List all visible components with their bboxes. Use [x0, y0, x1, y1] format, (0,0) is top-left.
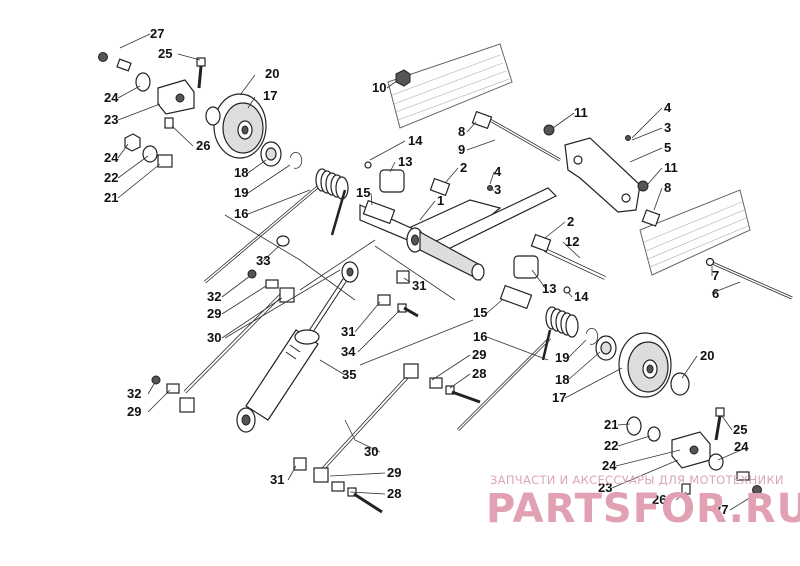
- callout-28: 28: [472, 366, 486, 381]
- callout-29: 29: [472, 347, 486, 362]
- spring-left: [315, 168, 349, 236]
- callout-13: 13: [542, 281, 556, 296]
- callout-31: 31: [341, 324, 355, 339]
- callout-20: 20: [700, 348, 714, 363]
- callout-19: 19: [234, 185, 248, 200]
- callout-4: 4: [494, 164, 502, 179]
- callout-34: 34: [341, 344, 356, 359]
- callout-26: 26: [196, 138, 210, 153]
- callout-29: 29: [207, 306, 221, 321]
- callout-30: 30: [364, 444, 378, 459]
- callout-17: 17: [552, 390, 566, 405]
- callout-1: 1: [437, 193, 444, 208]
- callout-3: 3: [664, 120, 671, 135]
- callout-19: 19: [555, 350, 569, 365]
- callout-8: 8: [458, 124, 465, 139]
- callout-22: 22: [604, 438, 618, 453]
- callout-16: 16: [473, 329, 487, 344]
- hardware: [98, 52, 762, 514]
- callout-14: 14: [408, 133, 423, 148]
- callout-24: 24: [734, 439, 749, 454]
- callout-13: 13: [398, 154, 412, 169]
- callout-7: 7: [712, 268, 719, 283]
- callout-24: 24: [104, 90, 119, 105]
- callout-27: 27: [150, 26, 164, 41]
- callout-29: 29: [127, 404, 141, 419]
- callout-33: 33: [256, 253, 270, 268]
- shock-absorber: [236, 261, 359, 433]
- callout-32: 32: [127, 386, 141, 401]
- callout-24: 24: [104, 150, 119, 165]
- wheel-lower: [618, 332, 672, 398]
- callout-25: 25: [158, 46, 172, 61]
- callout-20: 20: [265, 66, 279, 81]
- callout-12: 12: [565, 234, 579, 249]
- callout-24: 24: [602, 458, 617, 473]
- shafts: [183, 118, 793, 472]
- callout-23: 23: [104, 112, 118, 127]
- callout-5: 5: [664, 140, 671, 155]
- callout-4: 4: [664, 100, 672, 115]
- callout-11: 11: [664, 160, 678, 175]
- wheel-upper: [213, 93, 267, 159]
- callout-32: 32: [207, 289, 221, 304]
- callout-18: 18: [555, 372, 569, 387]
- callout-28: 28: [387, 486, 401, 501]
- spring-right: [541, 306, 579, 361]
- callout-25: 25: [733, 422, 747, 437]
- callout-15: 15: [473, 305, 487, 320]
- callout-16: 16: [234, 206, 248, 221]
- callout-18: 18: [234, 165, 248, 180]
- callout-21: 21: [104, 190, 118, 205]
- bracket: [564, 137, 641, 213]
- callout-31: 31: [270, 472, 284, 487]
- callout-26: 26: [652, 492, 666, 507]
- callout-29: 29: [387, 465, 401, 480]
- callout-2: 2: [460, 160, 467, 175]
- callout-31: 31: [412, 278, 426, 293]
- watermark-logo: PARTSFOR.RU: [486, 486, 800, 532]
- leader-lines: [117, 33, 757, 511]
- callout-27: 27: [714, 502, 728, 517]
- watermark-caption: ЗАПЧАСТИ И АКСЕССУАРЫ ДЛЯ МОТОТЕХНИКИ: [490, 473, 784, 487]
- callout-21: 21: [604, 417, 618, 432]
- rail-right: [639, 189, 751, 276]
- callout-2: 2: [567, 214, 574, 229]
- callout-23: 23: [598, 480, 612, 495]
- callout-9: 9: [458, 142, 465, 157]
- callout-15: 15: [356, 185, 370, 200]
- callout-11: 11: [574, 105, 588, 120]
- callout-8: 8: [664, 180, 671, 195]
- callout-17: 17: [263, 88, 277, 103]
- callout-14: 14: [574, 289, 589, 304]
- callout-10: 10: [372, 80, 386, 95]
- callout-3: 3: [494, 182, 501, 197]
- callout-6: 6: [712, 286, 719, 301]
- callout-30: 30: [207, 330, 221, 345]
- rail-left: [387, 43, 513, 129]
- callout-35: 35: [342, 367, 356, 382]
- watermark: ЗАПЧАСТИ И АКСЕССУАРЫ ДЛЯ МОТОТЕХНИКИ PA…: [486, 473, 800, 532]
- callout-22: 22: [104, 170, 118, 185]
